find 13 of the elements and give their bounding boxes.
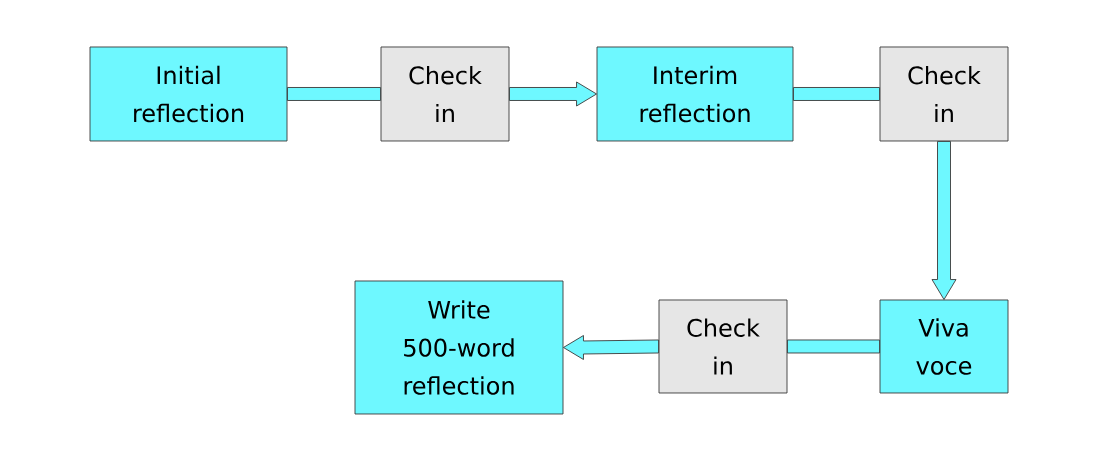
process-box: Viva voce bbox=[879, 299, 1009, 394]
arrow bbox=[787, 339, 880, 354]
check-in-box: Check in bbox=[658, 299, 788, 394]
arrow bbox=[793, 87, 880, 101]
check-in-box: Check in bbox=[380, 46, 510, 142]
check-in-box: Check in bbox=[879, 46, 1009, 142]
arrow bbox=[931, 141, 957, 300]
arrow bbox=[563, 335, 659, 360]
process-box: Interim reflection bbox=[596, 46, 794, 142]
arrow bbox=[509, 81, 597, 107]
arrow bbox=[287, 87, 381, 101]
process-box: Write 500-word reflection bbox=[354, 280, 564, 415]
process-box: Initial reflection bbox=[89, 46, 288, 142]
